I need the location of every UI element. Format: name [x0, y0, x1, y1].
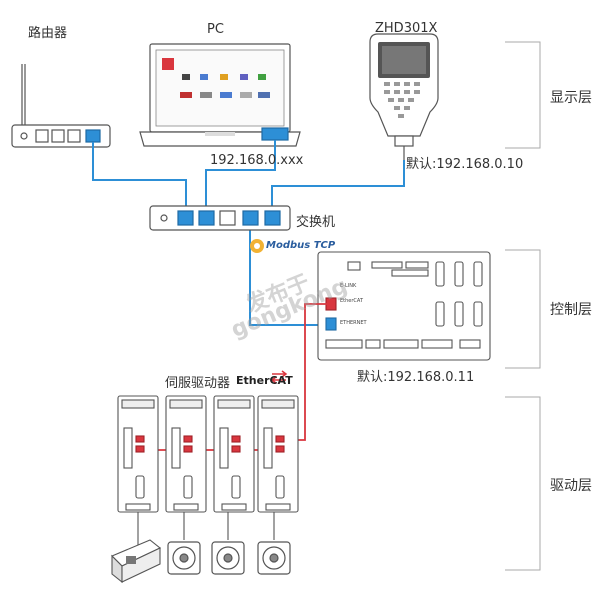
control-layer-bracket — [505, 249, 541, 369]
port-ethernet-label: ETHERNET — [340, 320, 367, 326]
ethercat-arrows-icon — [270, 370, 288, 384]
linear-actuator-icon — [111, 539, 162, 584]
pendant-ip-label: 默认:192.168.0.10 — [406, 157, 524, 172]
controller-ip-label: 默认:192.168.0.11 — [357, 370, 475, 385]
port-ethercat-label: EtherCAT — [340, 298, 363, 304]
drive-layer-bracket — [505, 396, 541, 571]
switch-label: 交换机 — [296, 215, 336, 230]
display-layer-bracket — [505, 41, 541, 149]
servo-motor-2 — [211, 541, 245, 575]
pendant-label: ZHD301X — [375, 21, 438, 36]
ethernet-cables — [92, 140, 405, 326]
modbus-badge-icon — [250, 239, 264, 253]
router-label: 路由器 — [28, 26, 68, 41]
display-layer-label: 显示层 — [550, 90, 592, 106]
switch-controller-cable — [249, 222, 330, 326]
servo-drive-2 — [165, 395, 207, 540]
drive-layer-label: 驱动层 — [550, 478, 592, 494]
servo-motor-1 — [167, 541, 201, 575]
servo-label: 伺服驱动器 — [165, 376, 231, 391]
layer-brackets — [505, 41, 541, 571]
pc-label: PC — [207, 22, 224, 37]
pc-ip-label: 192.168.0.xxx — [210, 153, 304, 168]
servo-motor-3 — [257, 541, 291, 575]
motion-controller-board — [317, 251, 491, 361]
servo-drive-3 — [213, 395, 255, 540]
control-layer-label: 控制层 — [550, 302, 592, 318]
servo-drives — [117, 395, 299, 548]
port-e-link-label: E-LINK — [340, 283, 357, 289]
servo-drive-4 — [257, 395, 299, 540]
pc-laptop — [139, 43, 301, 147]
servo-drive-1 — [117, 395, 159, 548]
modbus-label: Modbus TCP — [266, 240, 336, 251]
router-switch-cable — [92, 142, 187, 212]
pendant-switch-cable — [271, 160, 405, 212]
pc-switch-cable — [205, 140, 276, 212]
ethercat-label: EtherCAT — [236, 374, 293, 387]
servo-motors — [167, 541, 291, 575]
network-switch — [149, 205, 291, 231]
pendant-device — [369, 33, 439, 160]
router-device — [11, 64, 111, 148]
